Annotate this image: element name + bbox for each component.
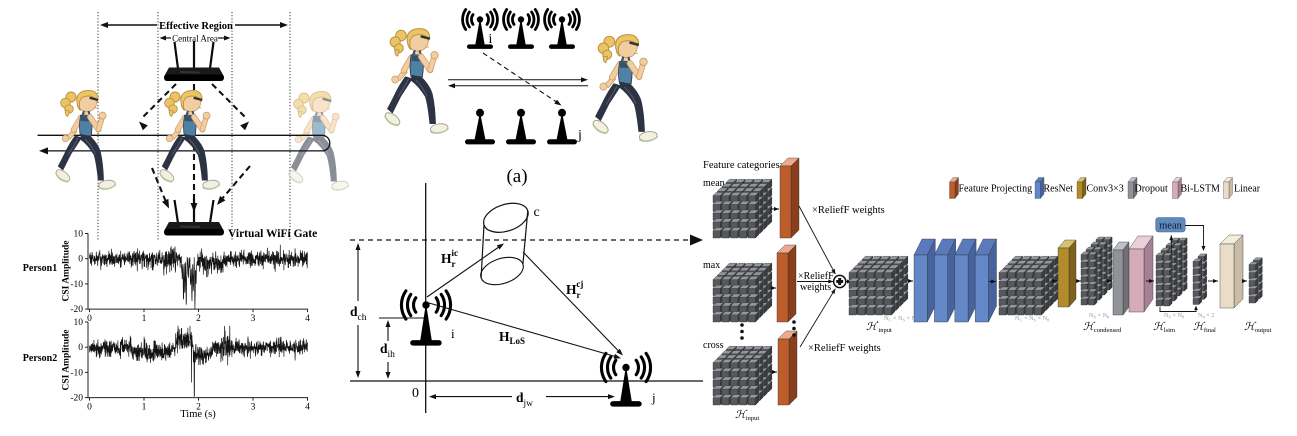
svg-text:ResNet: ResNet: [1044, 184, 1074, 195]
svg-text:CSI Amplitude: CSI Amplitude: [62, 241, 72, 302]
svg-text:j: j: [651, 390, 656, 405]
svg-text:0: 0: [87, 403, 92, 413]
svg-text:Hric: Hric: [441, 248, 458, 269]
svg-text:Person2: Person2: [23, 353, 57, 364]
svg-text:i: i: [489, 32, 493, 47]
svg-text:2: 2: [196, 403, 201, 413]
svg-text:4: 4: [305, 314, 310, 324]
svg-text:10: 10: [74, 230, 84, 240]
svg-text:Nθ × 2: Nθ × 2: [1198, 312, 1214, 320]
svg-text:Hrcj: Hrcj: [566, 279, 583, 300]
svg-text:-20: -20: [70, 305, 83, 315]
svg-text:Feature categories:: Feature categories:: [703, 160, 783, 171]
svg-text:Dropout: Dropout: [1135, 184, 1169, 195]
svg-text:CSI Amplitude: CSI Amplitude: [62, 330, 72, 391]
svg-text:mean: mean: [1159, 221, 1182, 232]
svg-text:NS × Nθ: NS × Nθ: [1164, 312, 1184, 320]
svg-text:Virtual WiFi Gate: Virtual WiFi Gate: [228, 228, 317, 240]
svg-text:1: 1: [142, 403, 147, 413]
svg-text:j: j: [577, 128, 582, 143]
svg-text:max: max: [703, 260, 720, 271]
svg-text:Time (s): Time (s): [180, 409, 216, 420]
svg-text:0: 0: [78, 343, 83, 353]
svg-text:2: 2: [196, 314, 201, 324]
svg-text:×ReliefF weights: ×ReliefF weights: [808, 343, 881, 354]
svg-text:Person1: Person1: [23, 263, 57, 274]
svg-text:(a): (a): [506, 166, 527, 187]
svg-text:c: c: [534, 205, 540, 220]
svg-text:NC × NS × Nθ: NC × NS × Nθ: [1015, 315, 1049, 323]
svg-text:×ReliefF weights: ×ReliefF weights: [812, 205, 885, 216]
svg-text:NS × Nθ: NS × Nθ: [1089, 312, 1109, 320]
svg-text:3: 3: [251, 403, 256, 413]
svg-text:cross: cross: [703, 340, 724, 351]
svg-text:Bi-LSTM: Bi-LSTM: [1181, 184, 1221, 195]
svg-text:Feature Projecting: Feature Projecting: [959, 184, 1033, 195]
svg-text:Effective Region: Effective Region: [159, 21, 233, 32]
svg-text:-10: -10: [70, 368, 83, 378]
svg-text:-10: -10: [70, 280, 83, 290]
svg-text:Conv3×3: Conv3×3: [1087, 184, 1124, 195]
svg-text:1: 1: [142, 314, 147, 324]
svg-text:Linear: Linear: [1234, 184, 1261, 195]
svg-text:-20: -20: [70, 394, 83, 404]
svg-text:4: 4: [305, 403, 310, 413]
svg-text:0: 0: [78, 255, 83, 265]
svg-text:10: 10: [74, 318, 84, 328]
svg-text:0: 0: [87, 314, 92, 324]
svg-text:3: 3: [251, 314, 256, 324]
svg-text:Central Area: Central Area: [172, 34, 218, 44]
svg-text:mean: mean: [703, 178, 725, 189]
svg-text:i: i: [451, 326, 455, 341]
svg-text:0: 0: [412, 386, 419, 401]
